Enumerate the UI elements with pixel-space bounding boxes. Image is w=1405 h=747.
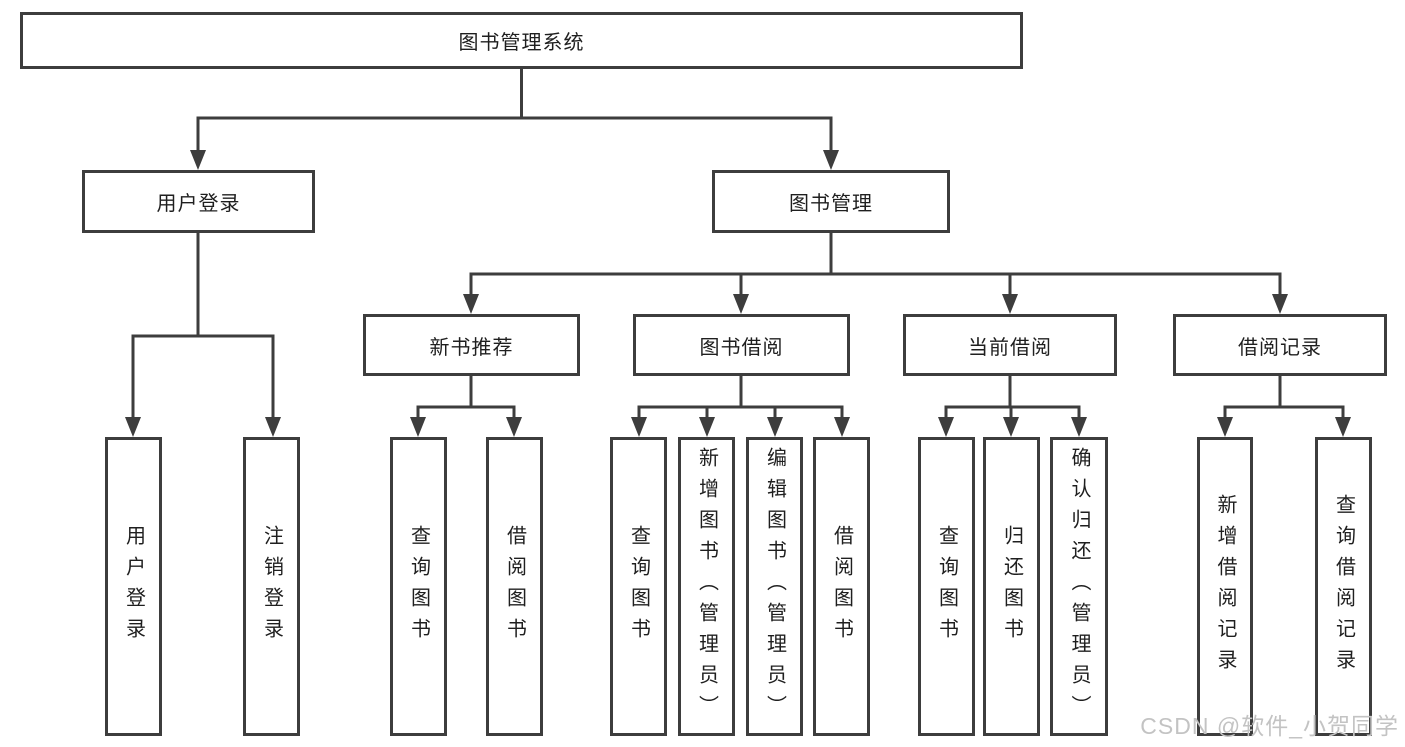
node-book-management: 图书管理 <box>712 170 950 233</box>
leaf-borrow-books-recommend: 借阅图书 <box>486 437 543 736</box>
node-label: 新增借阅记录 <box>1214 493 1236 680</box>
leaf-confirm-return-admin: 确认归还（管理员） <box>1050 437 1108 736</box>
leaf-add-books-admin: 新增图书（管理员） <box>678 437 735 736</box>
node-label: 图书管理 <box>789 193 873 215</box>
csdn-watermark: CSDN @软件_小贺同学 <box>1140 713 1399 739</box>
leaf-query-books-borrowing: 查询图书 <box>610 437 667 736</box>
node-label: 新书推荐 <box>429 336 514 359</box>
node-book-borrowing: 图书借阅 <box>633 314 850 376</box>
node-label: 当前借阅 <box>968 336 1052 359</box>
node-label: 注销登录 <box>260 524 283 649</box>
node-label: 编辑图书（管理员） <box>763 447 786 726</box>
node-user-login: 用户登录 <box>82 170 315 233</box>
node-library-management-system: 图书管理系统 <box>20 12 1023 69</box>
node-label: 借阅图书 <box>830 524 853 649</box>
node-borrowing-records: 借阅记录 <box>1173 314 1387 376</box>
node-label: 借阅记录 <box>1238 336 1322 359</box>
leaf-edit-books-admin: 编辑图书（管理员） <box>746 437 803 736</box>
leaf-borrow-books: 借阅图书 <box>813 437 870 736</box>
leaf-logout: 注销登录 <box>243 437 300 736</box>
node-label: 图书管理系统 <box>458 32 585 54</box>
node-label: 新增图书（管理员） <box>695 447 718 726</box>
leaf-query-books-current: 查询图书 <box>918 437 975 736</box>
node-current-borrowing: 当前借阅 <box>903 314 1117 376</box>
node-label: 确认归还（管理员） <box>1068 447 1090 726</box>
node-label: 查询图书 <box>407 524 430 649</box>
node-label: 查询图书 <box>627 524 650 649</box>
leaf-query-books-recommend: 查询图书 <box>390 437 447 736</box>
node-label: 查询借阅记录 <box>1332 493 1355 680</box>
node-label: 用户登录 <box>122 524 145 649</box>
node-label: 用户登录 <box>156 193 241 215</box>
node-label: 查询图书 <box>935 524 958 649</box>
node-label: 图书借阅 <box>699 336 784 359</box>
leaf-return-books: 归还图书 <box>983 437 1040 736</box>
leaf-add-borrow-record: 新增借阅记录 <box>1197 437 1253 736</box>
leaf-query-borrow-record: 查询借阅记录 <box>1315 437 1372 736</box>
node-label: 借阅图书 <box>503 524 526 649</box>
node-label: 归还图书 <box>1000 524 1023 649</box>
node-new-book-recommend: 新书推荐 <box>363 314 580 376</box>
leaf-user-login: 用户登录 <box>105 437 162 736</box>
